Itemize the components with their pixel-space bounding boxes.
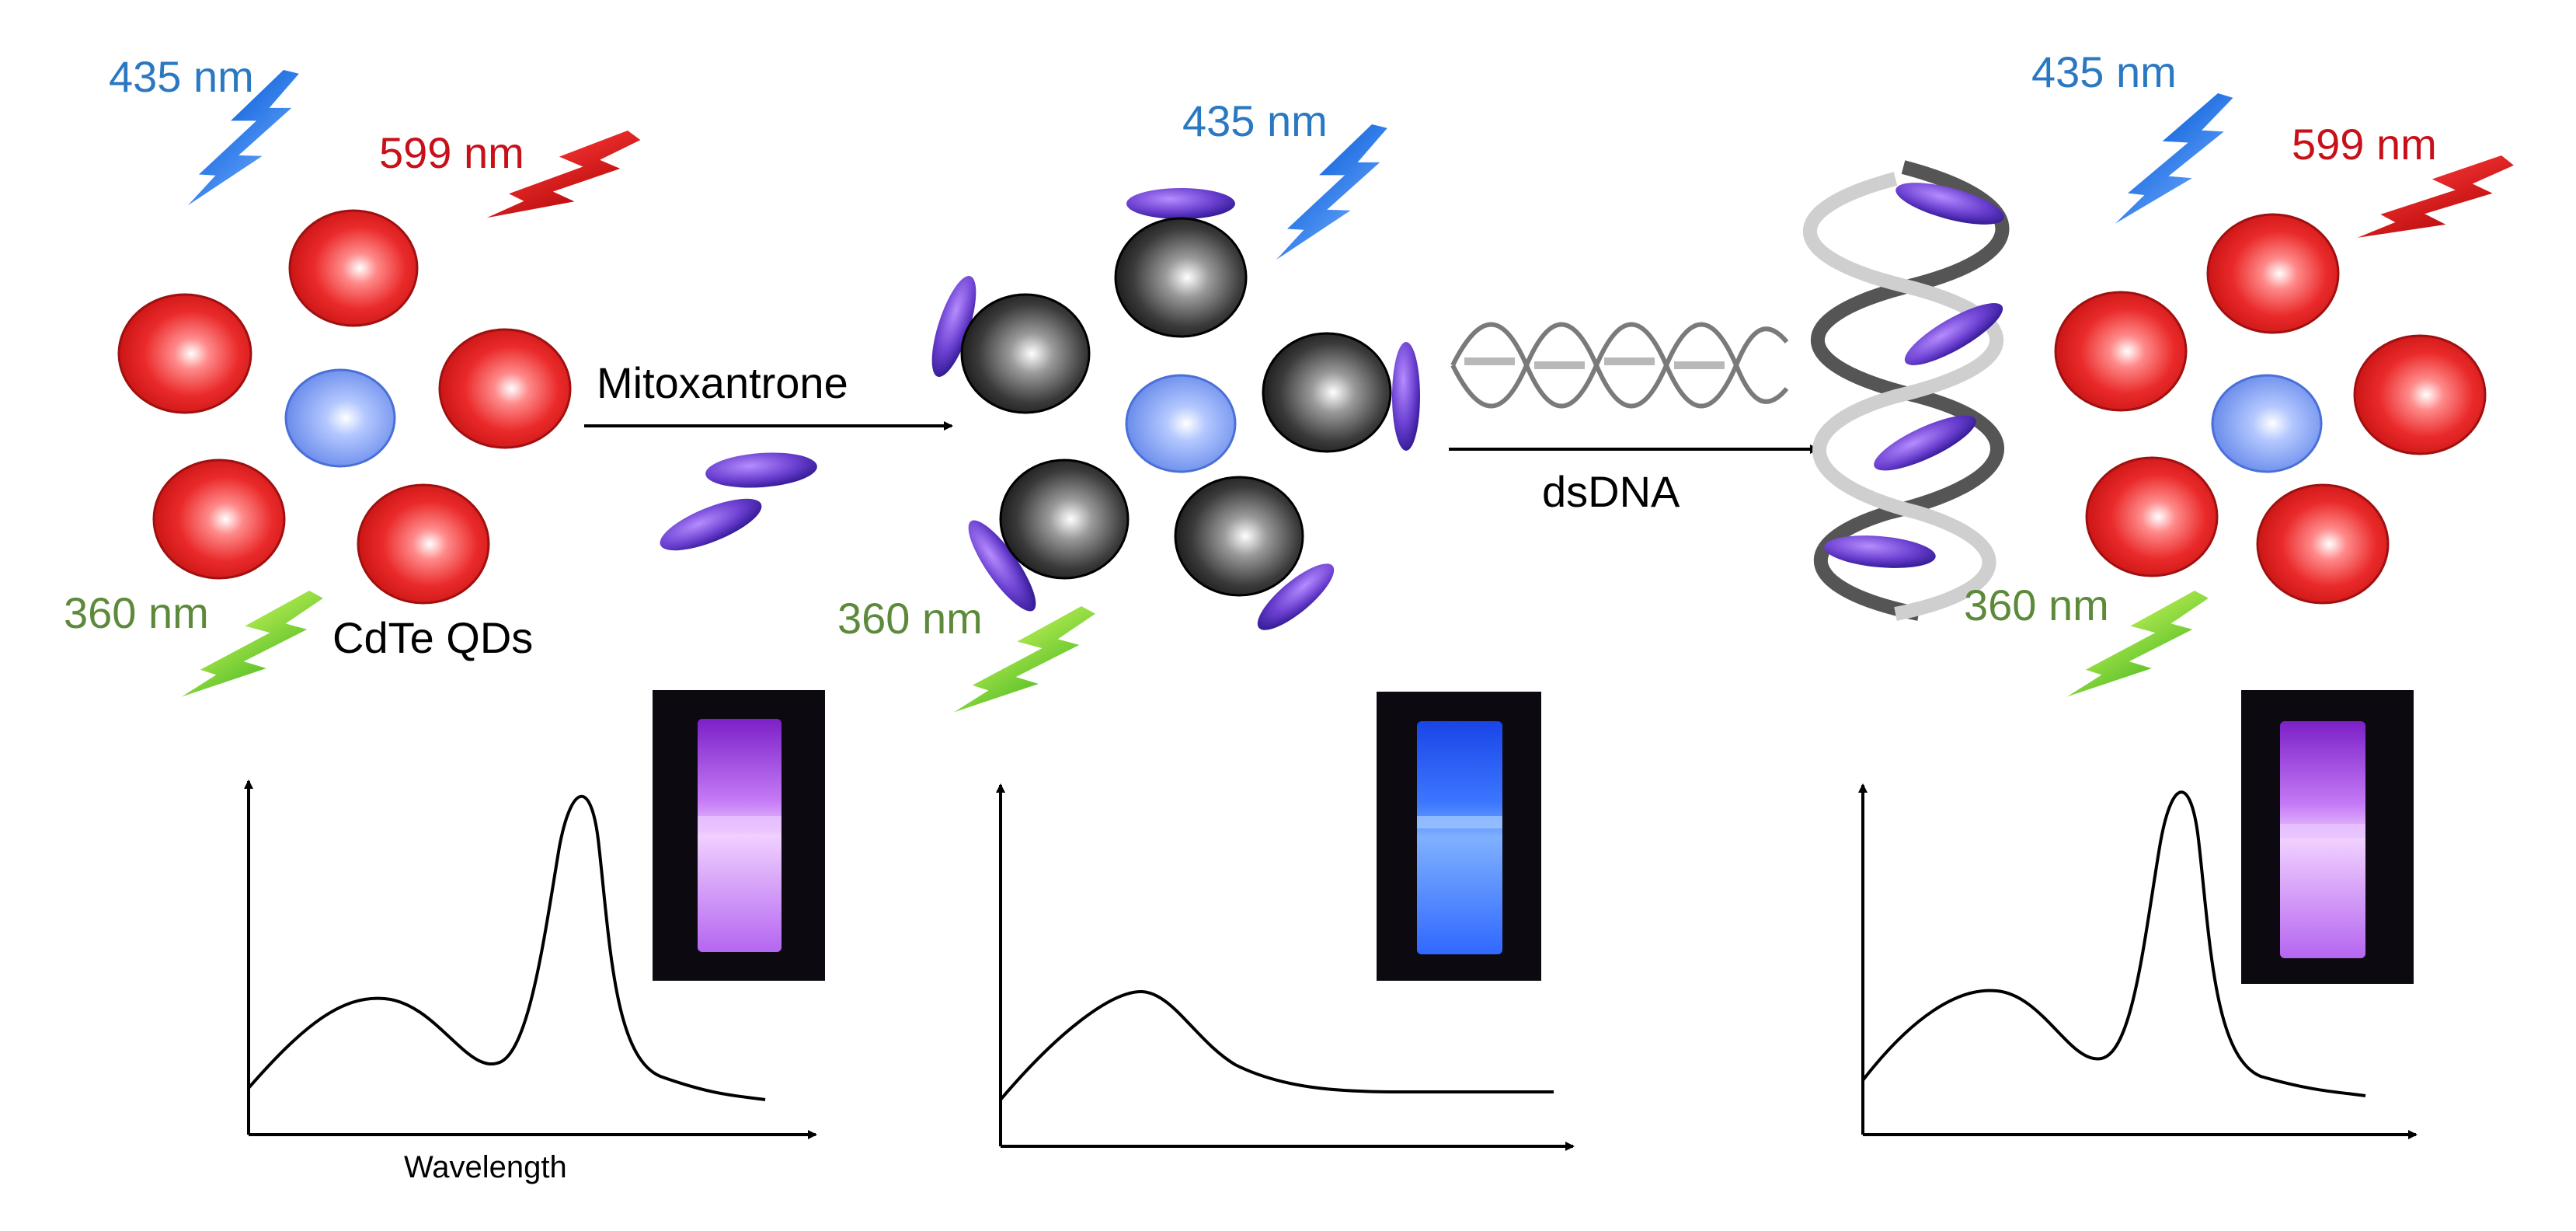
quenched-qd bbox=[1174, 476, 1304, 597]
mitoxantrone-molecule bbox=[660, 498, 762, 551]
cdte-qds-label: CdTe QDs bbox=[332, 613, 533, 662]
cuvette-blue bbox=[1377, 692, 1541, 981]
green-wavelength-label: 360 nm bbox=[1964, 581, 2109, 629]
red-qd bbox=[357, 483, 490, 605]
step-arrow-mitoxantrone: Mitoxantrone bbox=[584, 358, 953, 551]
panel-1-free-qds: 435 nm 599 nm 360 nm CdTe QDs Wavelength bbox=[64, 52, 825, 1184]
mitoxantrone-molecule bbox=[1392, 342, 1420, 451]
qd-cluster bbox=[2054, 213, 2487, 605]
mitoxantrone-molecule bbox=[968, 520, 1036, 612]
blue-wavelength-label: 435 nm bbox=[2031, 47, 2177, 96]
spectrum-plot-3 bbox=[1858, 783, 2418, 1139]
intercalated-mitoxantrone bbox=[1904, 303, 2003, 365]
red-qd bbox=[2256, 483, 2390, 605]
spectrum-curve-two-peaks bbox=[1861, 790, 2366, 1097]
dna-mitoxantrone-complex bbox=[1803, 160, 2010, 621]
dna-strand bbox=[1803, 172, 2003, 621]
spectrum-plot-1 bbox=[244, 779, 817, 1139]
mitoxantrone-molecule bbox=[1126, 188, 1235, 219]
blue-wavelength-label: 435 nm bbox=[1182, 96, 1328, 145]
red-qd bbox=[152, 459, 286, 580]
blue-qd bbox=[2211, 374, 2323, 473]
cuvette-purple bbox=[2241, 690, 2414, 984]
red-qd bbox=[117, 293, 252, 414]
red-qd bbox=[438, 328, 572, 449]
cuvette-purple bbox=[653, 690, 825, 981]
blue-qd bbox=[1125, 374, 1237, 473]
x-axis-label: Wavelength bbox=[404, 1150, 567, 1184]
dsdna-helix-icon bbox=[1450, 322, 1789, 409]
green-wavelength-label: 360 nm bbox=[64, 588, 209, 637]
intercalated-mitoxantrone bbox=[1874, 415, 1976, 471]
quenched-qd bbox=[1262, 332, 1392, 453]
quenched-qd bbox=[999, 459, 1130, 580]
blue-emission-bolt-icon bbox=[2112, 75, 2240, 249]
mitoxantrone-molecule bbox=[1257, 563, 1335, 630]
qd-cluster bbox=[117, 209, 572, 605]
green-wavelength-label: 360 nm bbox=[837, 594, 983, 643]
red-qd bbox=[2353, 334, 2487, 455]
quenched-qd bbox=[960, 293, 1091, 414]
dsdna-label: dsDNA bbox=[1542, 467, 1680, 516]
red-qd bbox=[2206, 213, 2340, 334]
spectrum-curve-one-peak bbox=[999, 989, 1554, 1101]
red-wavelength-label: 599 nm bbox=[379, 128, 524, 177]
intercalated-mitoxantrone bbox=[1895, 183, 2004, 225]
step-arrow-dsdna: dsDNA bbox=[1449, 322, 1819, 516]
quenched-qd-cluster bbox=[960, 217, 1392, 597]
spectrum-plot-2 bbox=[996, 783, 1575, 1151]
red-emission-bolt-icon bbox=[484, 104, 646, 257]
red-qd bbox=[2054, 291, 2188, 412]
intercalated-mitoxantrone bbox=[1824, 535, 1936, 568]
mitoxantrone-molecule bbox=[705, 452, 817, 488]
mitoxantrone-molecule bbox=[931, 276, 976, 377]
spectrum-curve-two-peaks bbox=[247, 795, 766, 1101]
red-qd bbox=[288, 209, 419, 327]
blue-wavelength-label: 435 nm bbox=[109, 52, 254, 101]
red-wavelength-label: 599 nm bbox=[2292, 120, 2437, 169]
panel-3-restored-qds: 435 nm 599 nm 360 nm bbox=[1803, 47, 2519, 1139]
blue-qd bbox=[284, 368, 396, 468]
panel-2-quenched-qds: 435 nm 360 nm bbox=[837, 96, 1575, 1151]
quenched-qd bbox=[1114, 217, 1248, 338]
red-qd bbox=[2085, 456, 2219, 577]
mitoxantrone-label: Mitoxantrone bbox=[597, 358, 848, 407]
